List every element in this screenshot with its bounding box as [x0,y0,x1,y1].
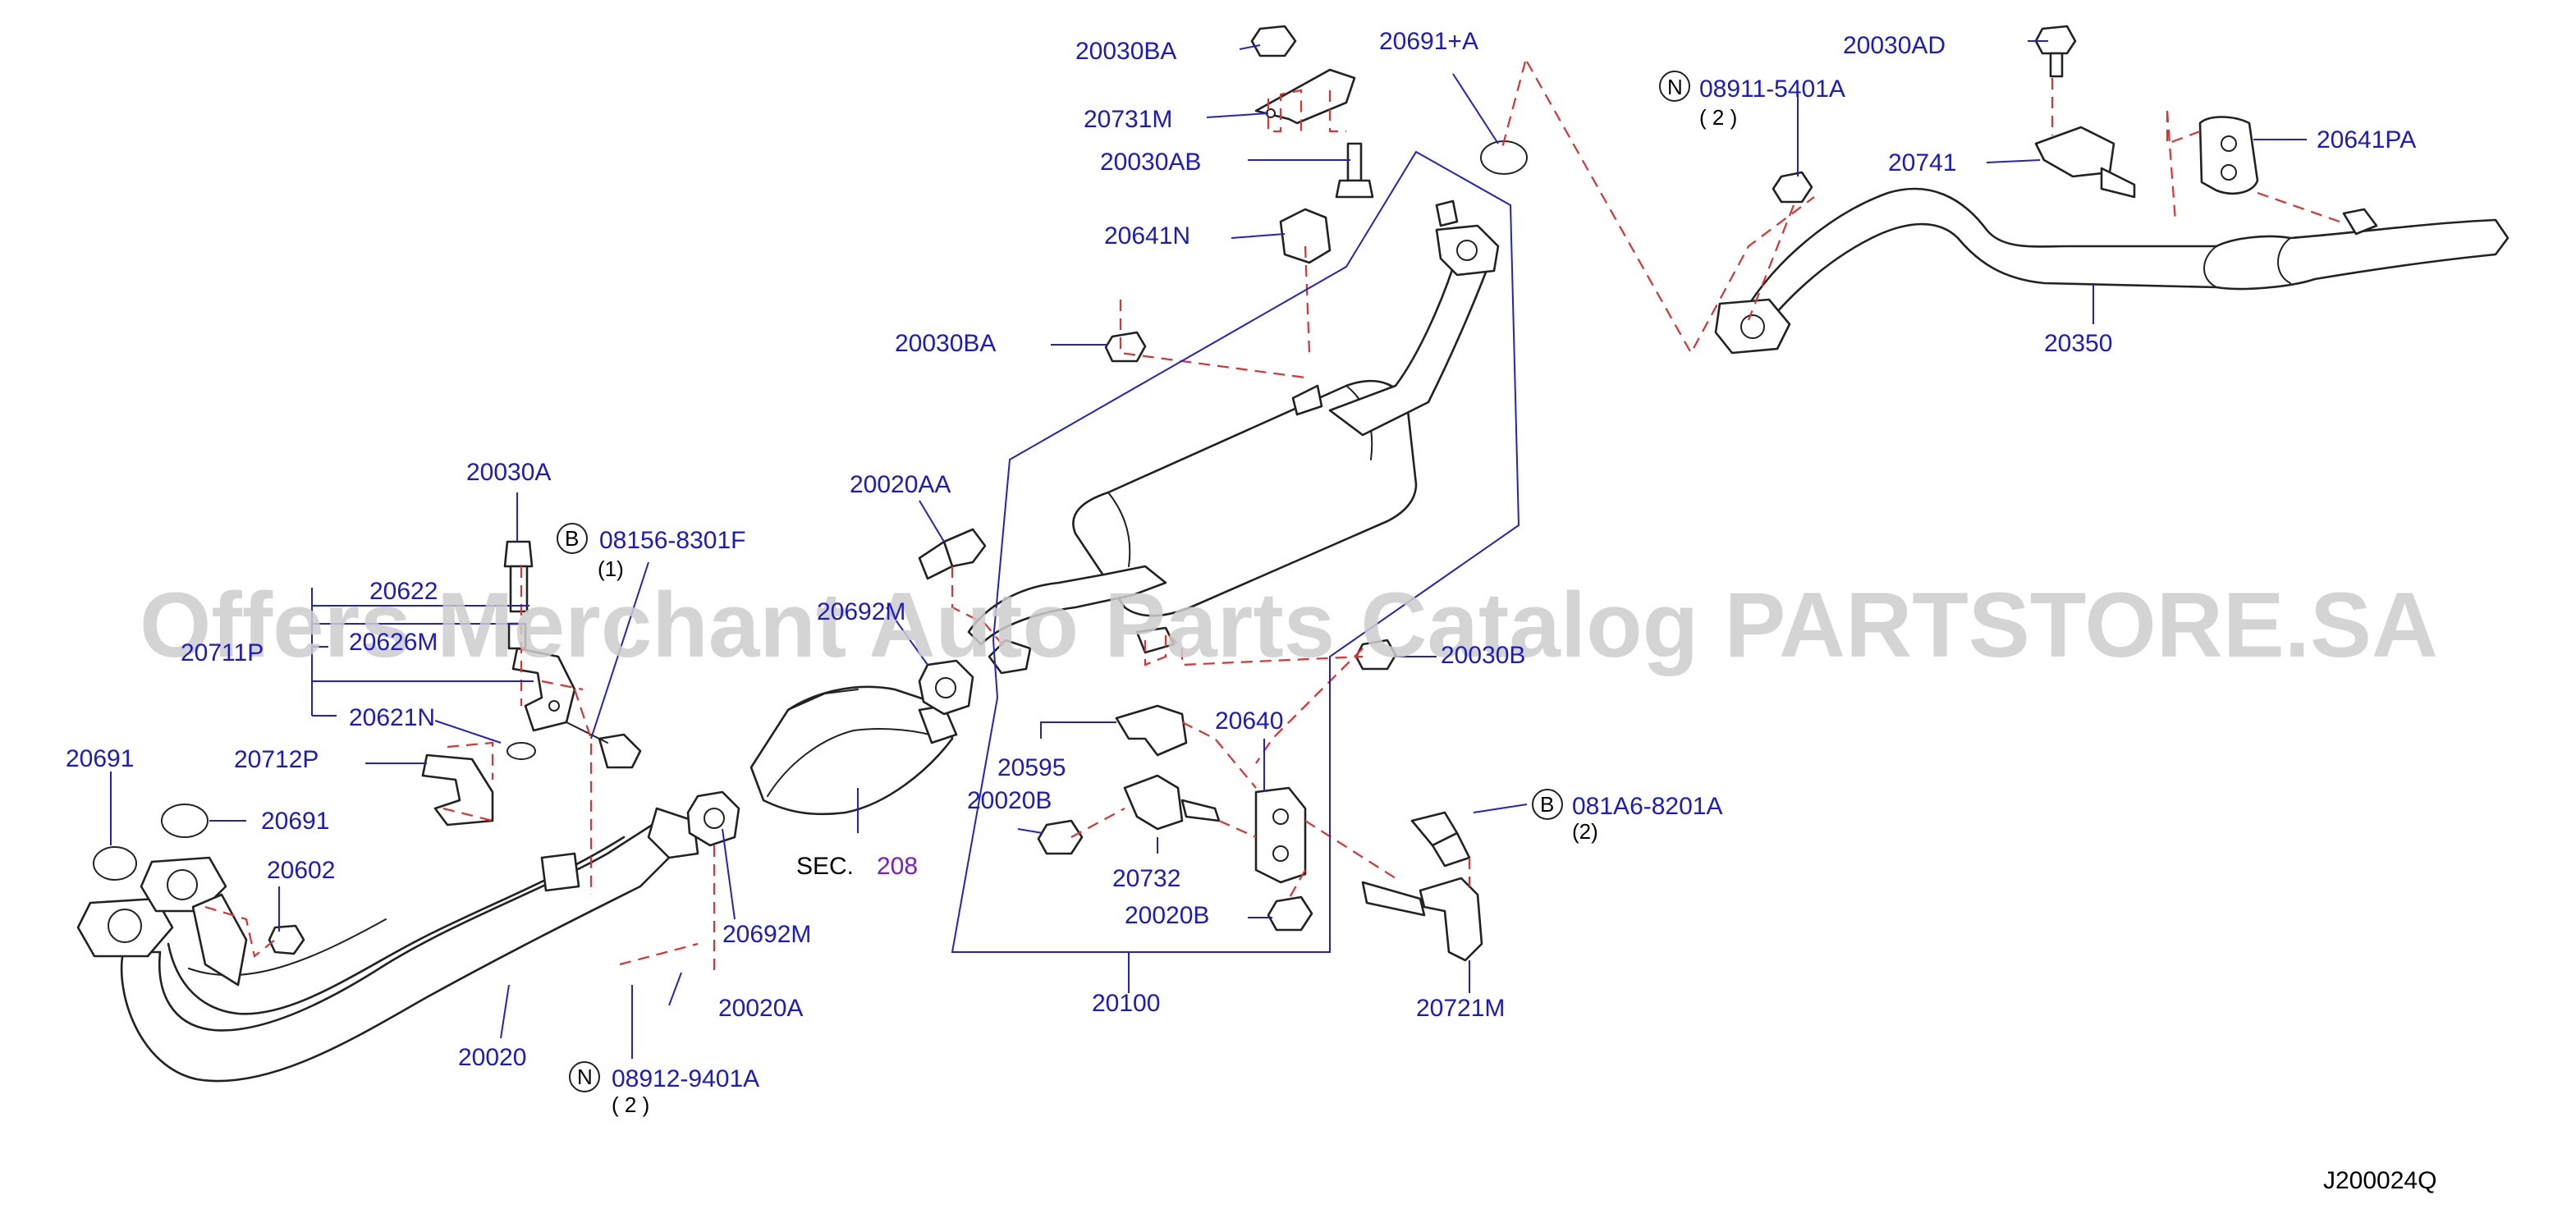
bolt-081a6[interactable] [1410,811,1471,868]
qty-08912: ( 2 ) [612,1092,649,1117]
hanger-20732-part[interactable] [1123,774,1221,831]
callout-20020b-bot[interactable]: 20020B [1125,902,1209,929]
gasket-20691-mid[interactable] [161,804,209,838]
bracket-20741-part[interactable] [2034,126,2136,199]
callout-20020[interactable]: 20020 [458,1044,526,1071]
callout-20691-mid[interactable]: 20691 [261,808,329,835]
bolt-20030ad[interactable] [2034,25,2077,78]
nut-20602[interactable] [268,924,305,955]
bolt-20030ab[interactable] [1335,142,1374,199]
qty-08156: (1) [598,556,624,581]
callout-20020b-top[interactable]: 20020B [967,787,1052,814]
gasket-20692m-bot[interactable] [686,790,740,847]
callout-20712p[interactable]: 20712P [234,746,319,773]
section-ref-number[interactable]: 208 [877,853,918,880]
callout-20731m[interactable]: 20731M [1084,106,1172,133]
callout-20020a[interactable]: 20020A [718,995,803,1022]
callout-20020aa[interactable]: 20020AA [850,471,951,498]
callout-20641pa[interactable]: 20641PA [2317,126,2416,153]
rear-muffler-part[interactable] [1714,187,2510,355]
watermark-text: Offers Merchant Auto Parts Catalog PARTS… [140,574,2438,676]
qty-08911: ( 2 ) [1699,105,1737,130]
bracket-20721m-part[interactable] [1361,877,1483,962]
callout-20622[interactable]: 20622 [369,578,438,605]
hanger-20595-part[interactable] [1115,704,1188,757]
nut-marker-08912-circle [569,1061,600,1092]
rubber-mount-20641n[interactable] [1279,208,1332,264]
callout-20641n[interactable]: 20641N [1104,222,1190,250]
callout-20030ad[interactable]: 20030AD [1843,32,1946,59]
callout-20030ba-top[interactable]: 20030BA [1075,38,1176,65]
rubber-mount-20640[interactable] [1254,786,1307,884]
gasket-20691-left[interactable] [93,846,137,881]
callout-20595[interactable]: 20595 [997,754,1066,781]
bolt-marker-08156: B [565,526,579,551]
bracket-20731m-part[interactable] [1254,68,1356,125]
gasket-20692m-top[interactable] [918,659,974,716]
callout-20030b[interactable]: 20030B [1441,642,1525,669]
nut-20020b-bot[interactable] [1267,895,1313,932]
center-muffler-part[interactable] [967,199,1500,675]
gasket-20691a[interactable] [1480,140,1528,175]
stud-20020aa[interactable] [918,528,987,580]
bracket-20712p-part[interactable] [421,753,494,826]
callout-20350[interactable]: 20350 [2044,330,2112,357]
nut-marker-08911: N [1667,75,1683,99]
bolt-marker-081a6-circle [1532,789,1563,820]
bolt-marker-081a6: B [1540,792,1554,817]
nut-20030ba-top[interactable] [1250,25,1297,57]
callout-20030a[interactable]: 20030A [466,459,551,486]
callout-20640[interactable]: 20640 [1215,707,1283,735]
callout-20692m-bot[interactable]: 20692M [722,921,811,948]
callout-20602[interactable]: 20602 [267,857,335,884]
nut-20020b-top[interactable] [1037,819,1084,855]
callout-20691-left[interactable]: 20691 [66,745,134,772]
callout-08911-5401a[interactable]: 08911-5401A [1699,76,1845,103]
diagram-id: J200024Q [2323,1167,2436,1194]
front-exhaust-tube-part[interactable] [76,807,699,1083]
exhaust-hanger-bracket[interactable] [511,647,576,732]
dashed-alignment-lines [204,61,2340,977]
bolt-marker-08156-circle [557,523,588,554]
nut-marker-08911-circle [1659,71,1690,102]
blue-leader-lines [110,40,2307,1059]
callout-20741[interactable]: 20741 [1888,149,1956,176]
callout-20030ba-mid[interactable]: 20030BA [895,330,996,357]
section-ref-prefix: SEC. [796,853,854,880]
nut-20030ba-mid[interactable] [1104,331,1147,363]
qty-081a6: (2) [1572,819,1598,844]
callout-20711p[interactable]: 20711P [181,639,264,666]
callout-20721m[interactable]: 20721M [1416,995,1505,1022]
callout-20732[interactable]: 20732 [1112,865,1180,892]
callout-20691a[interactable]: 20691+A [1379,28,1478,55]
callout-20100[interactable]: 20100 [1092,990,1160,1017]
callout-20626m[interactable]: 20626M [349,629,438,656]
callout-081a6-8201a[interactable]: 081A6-8201A [1572,793,1723,820]
callout-20692m-top[interactable]: 20692M [817,598,905,625]
callout-08912-9401a[interactable]: 08912-9401A [612,1065,759,1092]
rubber-mount-20641pa[interactable] [2198,116,2259,195]
callout-labels: 20030BA 20731M 20030AB 20641N 20030BA 20… [66,28,2436,1194]
nut-08911[interactable] [1772,171,1813,204]
catalytic-converter-part[interactable] [749,685,958,816]
nut-marker-08912: N [577,1065,593,1089]
callout-08156-8301f[interactable]: 08156-8301F [599,527,745,554]
callout-20621n[interactable]: 20621N [349,704,435,731]
callout-20030ab[interactable]: 20030AB [1100,149,1201,176]
part-drawings [76,25,2510,1083]
